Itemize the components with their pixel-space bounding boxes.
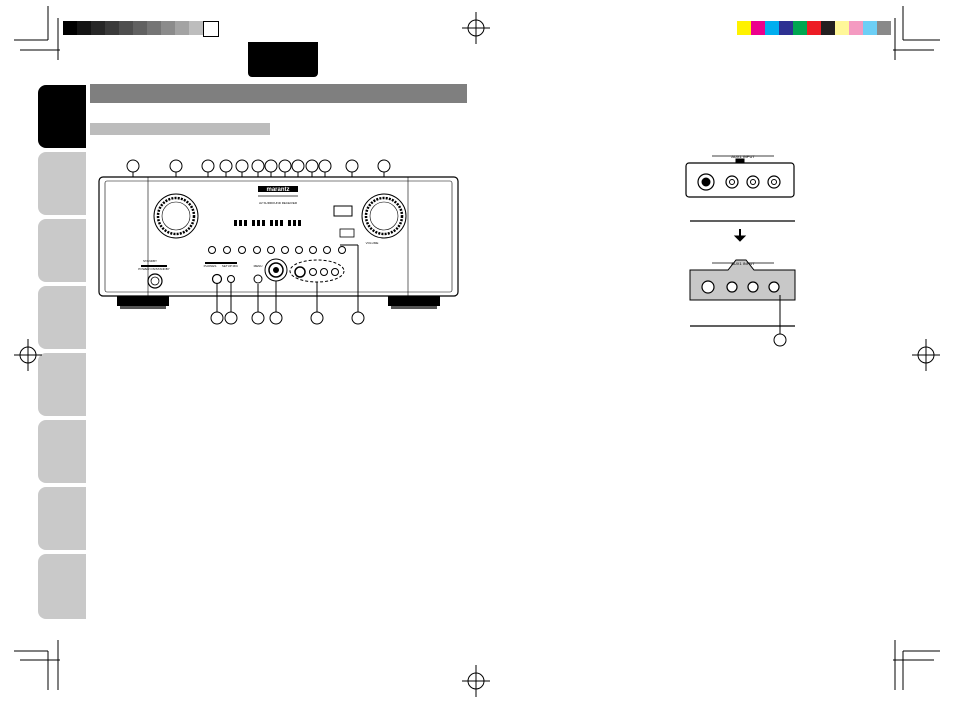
setup-mic-label: SETUP MIC (222, 264, 239, 268)
language-header-box (248, 42, 318, 77)
color-swatch (765, 21, 779, 35)
menu-label: MENU (254, 264, 263, 268)
tab-section-3[interactable] (38, 219, 86, 282)
gray-swatch (133, 21, 147, 35)
aux-label-top: AUX1 INPUT (731, 154, 755, 159)
volume-label: VOLUME (366, 241, 379, 245)
color-swatch (793, 21, 807, 35)
color-swatch (807, 21, 821, 35)
gray-swatch (63, 21, 77, 35)
gray-swatch (77, 21, 91, 35)
tab-section-7[interactable] (38, 487, 86, 550)
gray-swatch (147, 21, 161, 35)
gray-swatch (105, 21, 119, 35)
receiver-front-panel (98, 176, 459, 309)
gray-swatch (189, 21, 203, 35)
gray-swatch (175, 21, 189, 35)
callout-lines-bottom (216, 244, 359, 312)
model-label: AV SURROUND RECEIVER (259, 201, 298, 205)
power-label: POWER ON/STANDBY (138, 267, 169, 271)
tab-section-4[interactable] (38, 286, 86, 349)
section-heading-bar (90, 84, 467, 103)
callout-top (126, 159, 391, 173)
color-swatch (821, 21, 835, 35)
tab-section-5[interactable] (38, 353, 86, 416)
crop-marks (14, 6, 940, 690)
tab-section-8[interactable] (38, 554, 86, 619)
brand-logo: marantz (266, 187, 289, 193)
color-swatch (849, 21, 863, 35)
gray-swatch (119, 21, 133, 35)
aux-label-bottom: AUX1 INPUT (731, 261, 755, 266)
tab-english[interactable] (38, 85, 86, 148)
registration-targets (14, 12, 940, 697)
gray-swatch (161, 21, 175, 35)
tab-section-6[interactable] (38, 420, 86, 483)
standby-label: STANDBY (143, 259, 157, 263)
color-swatch (779, 21, 793, 35)
color-swatch (737, 21, 751, 35)
tab-section-2[interactable] (38, 152, 86, 215)
aux-input-diagram (685, 155, 796, 347)
callout-bottom (210, 311, 365, 325)
gray-swatch (91, 21, 105, 35)
color-swatch (835, 21, 849, 35)
color-swatch (751, 21, 765, 35)
color-swatch (863, 21, 877, 35)
gray-swatch (203, 21, 219, 37)
phones-label: PHONES (204, 264, 217, 268)
color-swatch (877, 21, 891, 35)
subsection-heading-bar (90, 123, 270, 135)
